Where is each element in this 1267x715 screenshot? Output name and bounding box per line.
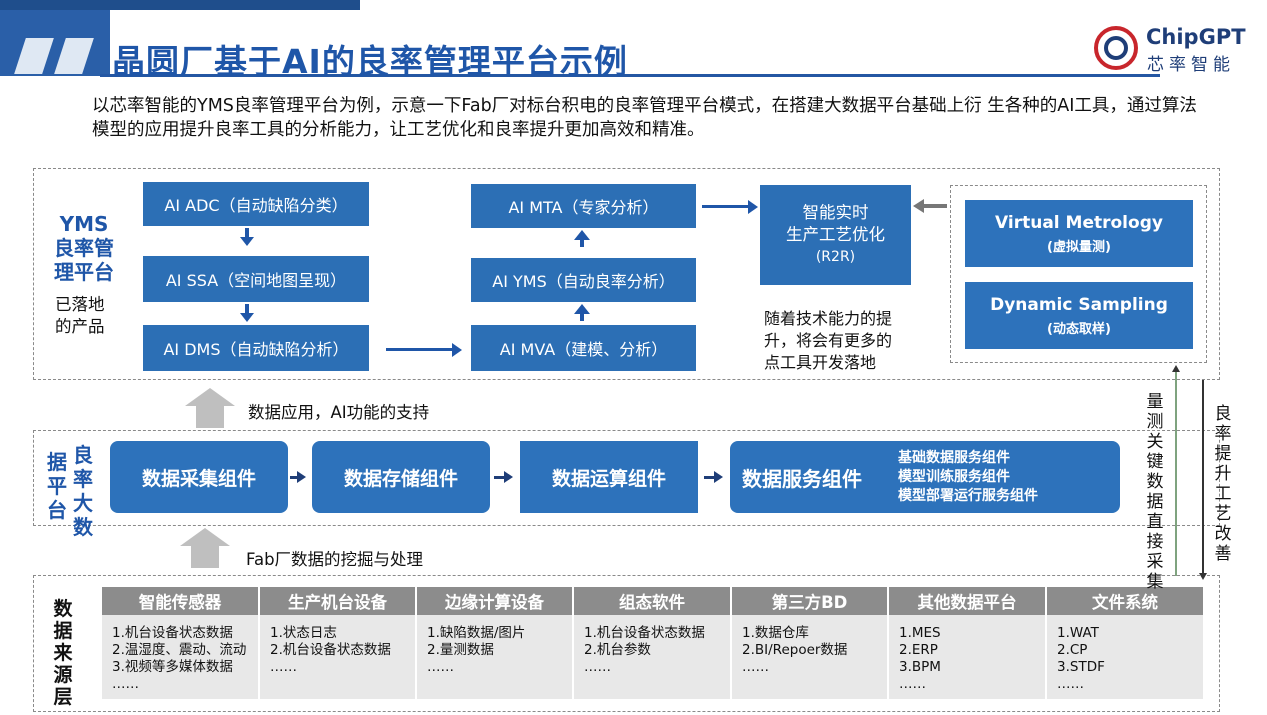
metrology-region xyxy=(950,185,1207,363)
arrow-down-icon xyxy=(240,237,254,246)
arrow-down-icon xyxy=(1199,573,1207,580)
bigdata-region xyxy=(33,430,1220,526)
vertical-label-collect: 量测关键数据直接采集 xyxy=(1146,392,1164,592)
arrow-right-icon xyxy=(748,200,758,214)
dynamic-sampling-box: Dynamic Sampling (动态取样) xyxy=(965,282,1193,349)
source-label: 数 据 来 源 层 xyxy=(53,598,73,708)
up-arrow-icon xyxy=(180,528,230,546)
up-arrow-stem xyxy=(191,546,219,568)
data-storage-box: 数据存储组件 xyxy=(312,441,490,513)
improve-line xyxy=(1202,380,1204,575)
arrow-stem xyxy=(580,314,584,321)
yms-region xyxy=(33,168,1220,380)
arrow-up-icon xyxy=(1172,365,1180,372)
arrow-left-icon xyxy=(913,199,924,213)
arrow-down-icon xyxy=(240,313,254,322)
intro-text: 以芯率智能的YMS良率管理平台为例，示意一下Fab厂对标台积电的良率管理平台模式… xyxy=(92,96,1197,140)
header-rule xyxy=(100,74,1160,77)
data-service-box: 数据服务组件 基础数据服务组件 模型训练服务组件 模型部署运行服务组件 xyxy=(730,441,1120,513)
arrow-line xyxy=(494,476,504,479)
arrow-stem xyxy=(245,304,249,313)
bigdata-label-col2: 据 平 台 xyxy=(47,450,67,522)
yms-note: 已落地 的产品 xyxy=(55,295,105,336)
arrow-line xyxy=(704,476,714,479)
up-arrow-icon xyxy=(185,388,235,406)
source-col-head: 生产机台设备 xyxy=(260,587,415,615)
data-service-title: 数据服务组件 xyxy=(742,466,862,491)
data-compute-box: 数据运算组件 xyxy=(520,441,698,513)
arrow-line xyxy=(923,204,947,208)
up-arrow-stem xyxy=(196,406,224,428)
arrow-stem xyxy=(245,228,249,237)
source-col-head: 其他数据平台 xyxy=(889,587,1045,615)
ai-mta-box: AI MTA（专家分析） xyxy=(471,184,696,228)
arrow-label-top: 数据应用，AI功能的支持 xyxy=(248,403,430,422)
arrow-right-icon xyxy=(297,471,306,483)
arrow-right-icon xyxy=(504,471,513,483)
page-title: 晶圆厂基于AI的良率管理平台示例 xyxy=(112,42,628,81)
logo-ring-icon xyxy=(1094,26,1138,70)
ai-ssa-box: AI SSA（空间地图呈现） xyxy=(143,256,369,302)
arrow-line xyxy=(386,348,452,351)
ai-mva-box: AI MVA（建模、分析） xyxy=(471,325,696,371)
vertical-label-improve: 良率提升工艺改善 xyxy=(1214,404,1232,564)
source-col-head: 文件系统 xyxy=(1047,587,1203,615)
ai-dms-box: AI DMS（自动缺陷分析） xyxy=(143,325,369,371)
logo-name: ChipGPT xyxy=(1146,25,1246,49)
arrow-line xyxy=(702,205,748,208)
arrow-right-icon xyxy=(452,343,462,357)
service-items: 基础数据服务组件 模型训练服务组件 模型部署运行服务组件 xyxy=(898,449,1038,504)
data-collect-box: 数据采集组件 xyxy=(110,441,288,513)
source-col-head: 智能传感器 xyxy=(102,587,258,615)
source-col-head: 边缘计算设备 xyxy=(417,587,572,615)
future-note: 随着技术能力的提 升，将会有更多的 点工具开发落地 xyxy=(764,309,893,372)
logo-inner-icon xyxy=(1104,36,1128,60)
source-col-head: 第三方BD xyxy=(732,587,887,615)
arrow-up-icon xyxy=(574,230,590,240)
ai-yms-box: AI YMS（自动良率分析） xyxy=(471,258,696,302)
source-col-head: 组态软件 xyxy=(574,587,730,615)
r2r-box: 智能实时 生产工艺优化 (R2R) xyxy=(760,185,911,285)
logo-subtitle: 芯率智能 xyxy=(1147,55,1235,75)
arrow-stem xyxy=(580,240,584,247)
header-band xyxy=(0,0,360,10)
arrow-right-icon xyxy=(714,471,723,483)
arrow-line xyxy=(290,476,298,479)
ai-adc-box: AI ADC（自动缺陷分类） xyxy=(143,182,369,226)
arrow-up-icon xyxy=(574,304,590,314)
arrow-label-bottom: Fab厂数据的挖掘与处理 xyxy=(246,550,424,569)
virtual-metrology-box: Virtual Metrology (虚拟量测) xyxy=(965,200,1193,267)
bigdata-label-col1: 良 率 大 数 xyxy=(73,443,93,539)
source-region xyxy=(33,575,1220,712)
yms-label: YMS 良率管 理平台 xyxy=(54,212,114,284)
collect-line xyxy=(1175,372,1177,576)
